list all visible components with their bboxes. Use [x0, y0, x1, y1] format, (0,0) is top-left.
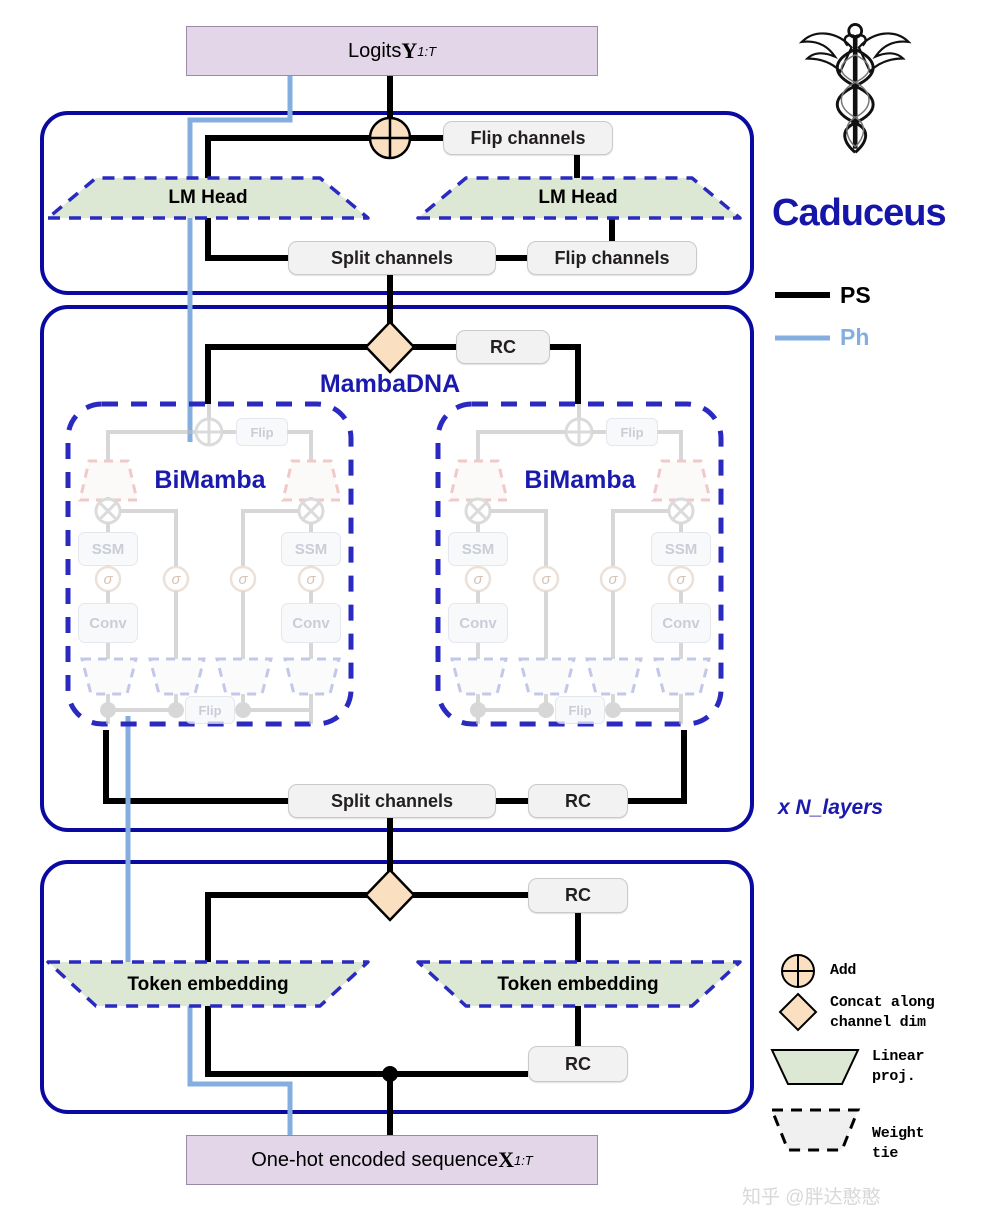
bimamba-left-internals — [78, 404, 342, 724]
bimamba-left-conv-a-box: Conv — [78, 603, 138, 643]
split-channels-bottom-label: Split channels — [330, 790, 454, 811]
bimamba-right-conv-a-box: Conv — [448, 603, 508, 643]
flip-channels-bottom-box[interactable]: Flip channels — [527, 241, 697, 275]
conn-add-to-lmhead-left — [205, 135, 372, 178]
bimamba-right-ssm-b-box: SSM — [651, 532, 711, 566]
legend-weight-label-line2: tie — [872, 1145, 899, 1162]
rc-embed-top-box[interactable]: RC — [528, 878, 628, 913]
n-layers-note: x N_layers — [778, 796, 884, 819]
bimamba-right-sigma-2: σ — [541, 570, 551, 588]
onehot-subscript: 1:T — [513, 1152, 533, 1168]
logits-subscript: 1:T — [417, 43, 437, 59]
token-embedding-left-label: Token embedding — [127, 974, 289, 995]
bimamba-right-flip-top-box: Flip — [606, 418, 658, 446]
bimamba-left-sigma-2: σ — [171, 570, 181, 588]
watermark-text: 知乎 @胖达憨憨 — [742, 1187, 881, 1208]
split-channels-bottom-box[interactable]: Split channels — [288, 784, 496, 818]
bimamba-right-container — [435, 401, 724, 727]
caduceus-brand-label: Caduceus — [772, 192, 947, 234]
bimamba-right-internals — [448, 404, 712, 724]
caduceus-icon — [798, 23, 912, 154]
onehot-label: One-hot encoded sequence — [251, 1148, 499, 1171]
bimamba-left-sigma-1: σ — [103, 570, 113, 588]
split-channels-top-box[interactable]: Split channels — [288, 241, 496, 275]
legend-concat-label-line2: channel dim — [830, 1014, 926, 1031]
bimamba-right-title: BiMamba — [524, 466, 636, 494]
bimamba-left-conv-b-box: Conv — [281, 603, 341, 643]
bimamba-right-sigma-3: σ — [608, 570, 618, 588]
conn-lmhead-left-to-splittop — [205, 218, 288, 261]
legend-concat-label-line1: Concat along — [830, 994, 935, 1011]
bimamba-left-sigma-4: σ — [306, 570, 316, 588]
lm-head-left-trapezoid — [46, 176, 370, 220]
bimamba-left-container — [65, 401, 354, 727]
conn-rc-mamba-to-bimamba-right — [549, 344, 581, 404]
logits-symbol: Y — [401, 38, 418, 63]
bimamba-left-flip-bottom-box: Flip — [185, 696, 235, 724]
add-circle-icon — [368, 116, 412, 160]
mambadna-title: MambaDNA — [319, 370, 461, 398]
bimamba-right-conv-b-box: Conv — [651, 603, 711, 643]
legend-concat-diamond-icon — [778, 992, 818, 1032]
rc-embed-top-label: RC — [565, 885, 591, 905]
conn-tokenemb-left-to-input — [205, 1006, 390, 1077]
bimamba-right-ssm-a-box: SSM — [448, 532, 508, 566]
rc-mambadna-bottom-label: RC — [565, 790, 591, 811]
onehot-symbol: X — [498, 1147, 514, 1172]
conn-concat-to-bimamba-left — [205, 344, 368, 404]
rc-mambadna-box[interactable]: RC — [456, 330, 550, 364]
lm-head-right-trapezoid — [416, 176, 742, 220]
rc-mambadna-label: RC — [490, 336, 516, 357]
concat-diamond-mambadna — [364, 320, 416, 374]
flip-channels-bottom-label: Flip channels — [554, 247, 670, 268]
legend-linear-label-line1: Linear — [872, 1048, 925, 1065]
rc-mambadna-bottom-box[interactable]: RC — [528, 784, 628, 818]
input-junction-dot — [382, 1066, 398, 1082]
token-embedding-right-trapezoid — [416, 960, 742, 1008]
conn-embedconcat-to-tokenemb-left — [205, 892, 368, 962]
flip-channels-top-label: Flip channels — [470, 127, 586, 148]
flip-channels-top-box[interactable]: Flip channels — [443, 121, 613, 155]
legend-add-circle-icon — [781, 954, 815, 988]
lm-head-left-label: LM Head — [168, 187, 248, 208]
ph-legend-label: Ph — [840, 324, 870, 350]
legend-weight-label-line1: Weight — [872, 1125, 925, 1142]
legend-linear-label-line2: proj. — [872, 1068, 916, 1085]
logits-label: Logits — [347, 39, 402, 62]
bimamba-left-sigma-3: σ — [238, 570, 248, 588]
ph-path-bottom — [187, 1006, 293, 1135]
bimamba-left-ssm-a-box: SSM — [78, 532, 138, 566]
legend-weight-tie-trapezoid-icon — [769, 1108, 861, 1152]
concat-diamond-embedding — [364, 868, 416, 922]
ph-path-top — [187, 75, 293, 442]
split-channels-top-label: Split channels — [330, 247, 454, 268]
bimamba-right-flip-bottom-box: Flip — [555, 696, 605, 724]
bimamba-left-flip-top-box: Flip — [236, 418, 288, 446]
lm-head-right-label: LM Head — [538, 187, 618, 208]
conn-bimamba-left-to-splitbottom — [103, 730, 288, 804]
conn-bimamba-right-to-rcbottom — [628, 730, 687, 804]
ps-legend-label: PS — [840, 282, 871, 308]
bimamba-right-sigma-1: σ — [473, 570, 483, 588]
token-embedding-left-trapezoid — [46, 960, 370, 1008]
rc-embed-bottom-box[interactable]: RC — [528, 1046, 628, 1082]
legend-add-label: Add — [830, 962, 857, 979]
rc-embed-bottom-label: RC — [565, 1053, 591, 1074]
bimamba-left-title: BiMamba — [154, 466, 266, 494]
bimamba-right-sigma-4: σ — [676, 570, 686, 588]
bimamba-left-ssm-b-box: SSM — [281, 532, 341, 566]
legend-linear-proj-trapezoid-icon — [770, 1049, 860, 1085]
token-embedding-right-label: Token embedding — [497, 974, 659, 995]
